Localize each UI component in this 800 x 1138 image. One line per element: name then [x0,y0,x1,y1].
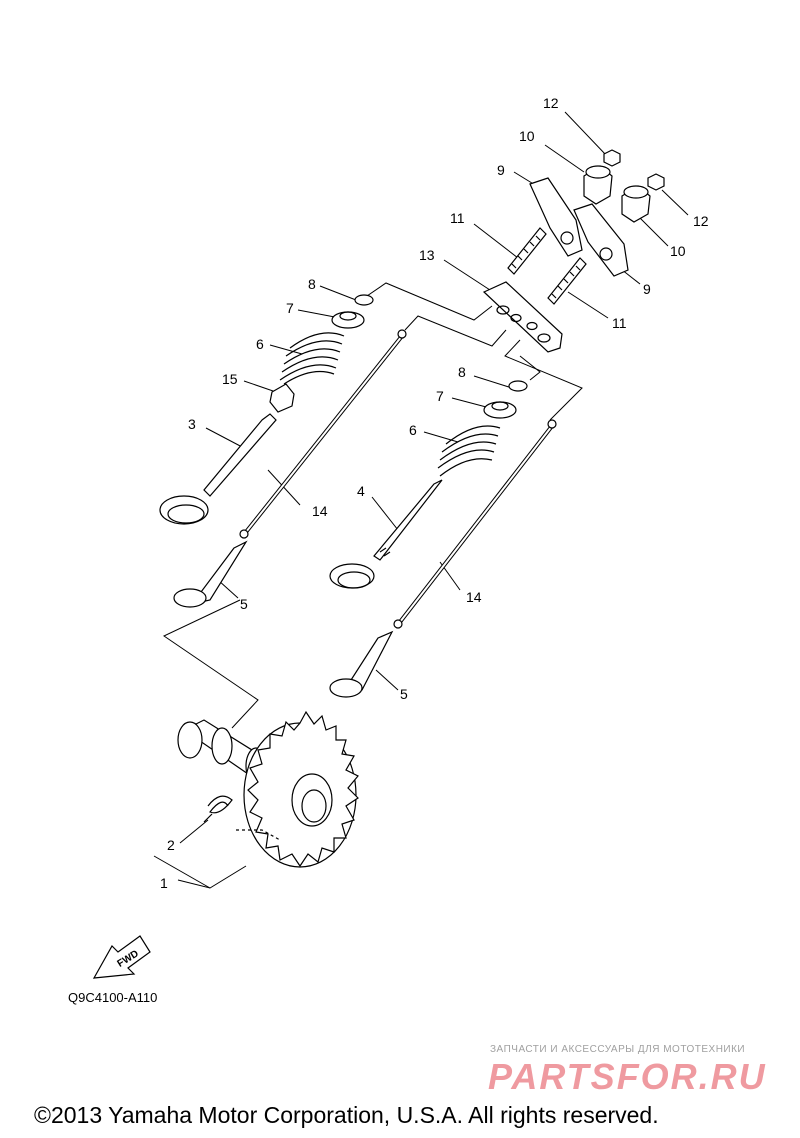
callout-4: 4 [357,483,365,499]
callout-6a: 6 [256,336,264,352]
callout-7a: 7 [286,300,294,316]
decompression-spring [203,795,233,823]
leader-lines [153,111,689,889]
pushrod-right [393,419,557,629]
left-valve-train [159,294,374,525]
callout-10a: 10 [519,128,535,144]
callout-9b: 9 [643,281,651,297]
tappet-right [329,630,394,698]
callout-10b: 10 [670,243,686,259]
copyright-notice: ©2013 Yamaha Motor Corporation, U.S.A. A… [34,1102,659,1128]
callout-8b: 8 [458,364,466,380]
callout-15: 15 [222,371,238,387]
callout-3: 3 [188,416,196,432]
right-valve-train [329,380,528,589]
rocker-arm-assembly [482,149,665,353]
callout-5a: 5 [240,596,248,612]
callout-11a: 11 [450,210,465,226]
watermark-tagline: ЗАПЧАСТИ И АКСЕССУАРЫ ДЛЯ МОТОТЕХНИКИ [490,1044,746,1055]
pushrod-left [239,329,407,539]
callout-12b: 12 [693,213,709,229]
diagram-code: Q9C4100-A110 [68,990,158,1005]
callout-14b: 14 [466,589,482,605]
callout-8a: 8 [308,276,316,292]
callout-9a: 9 [497,162,505,178]
fwd-arrow-icon [92,935,151,979]
callout-14a: 14 [312,503,328,519]
callout-12a: 12 [543,95,559,111]
callout-5b: 5 [400,686,408,702]
callout-6b: 6 [409,422,417,438]
callout-numbers: 12 10 9 11 13 12 10 9 11 8 7 6 15 3 14 5… [160,95,709,891]
watermark-logo: PARTSFOR.RU [488,1056,767,1097]
callout-7b: 7 [436,388,444,404]
camshaft-gear [177,710,359,868]
callout-1: 1 [160,875,168,891]
callout-13: 13 [419,247,435,263]
callout-11b: 11 [612,315,627,331]
callout-2: 2 [167,837,175,853]
tappet-left [173,540,248,608]
